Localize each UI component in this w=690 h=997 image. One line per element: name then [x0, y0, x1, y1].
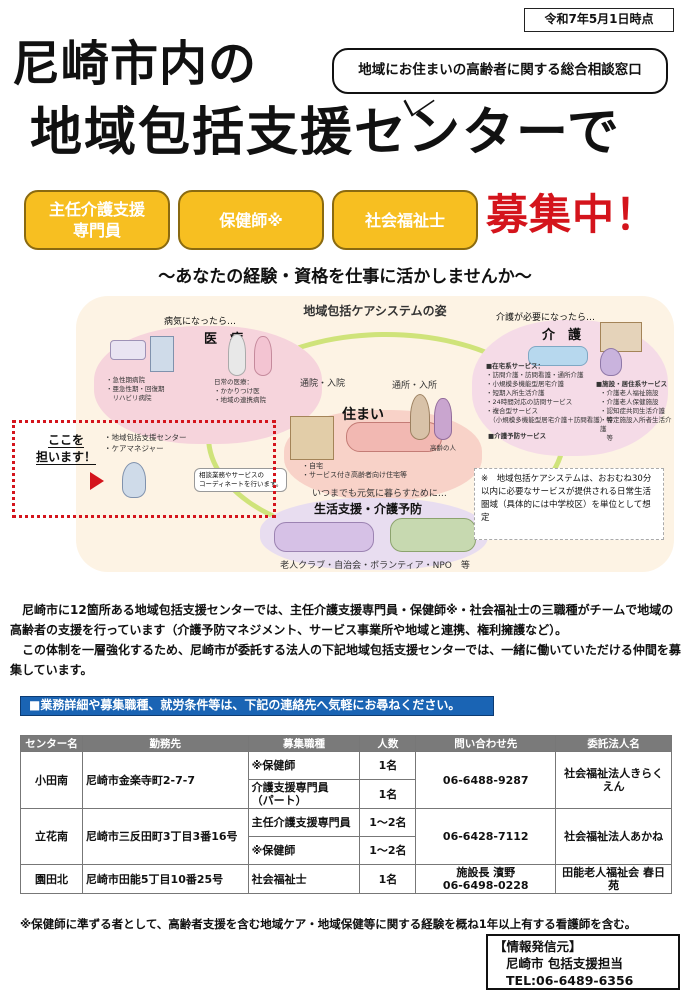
table-row: 園田北 尼崎市田能5丁目10番25号 社会福祉士 1名 施設長 濱野 06-64…	[20, 864, 672, 894]
care-facility-icon	[600, 322, 642, 352]
elder-woman-icon	[434, 398, 452, 440]
subtitle: ～あなたの経験・資格を仕事に活かしませんか～	[158, 267, 532, 287]
contact-phone: 06-6498-0228	[442, 879, 529, 892]
column-header: 募集職種	[247, 735, 361, 752]
elder-man-icon	[410, 394, 430, 440]
column-header: 勤務先	[81, 735, 249, 752]
focus-dotted-box	[12, 420, 276, 518]
care-manager-icon	[122, 462, 146, 498]
table-row: 小田南 尼崎市金楽寺町2-7-7 ※保健師 1名 06-6488-9287 社会…	[20, 751, 672, 809]
home-services-title: ■在宅系サービス：	[486, 362, 545, 370]
job-type: 社会福祉士	[247, 864, 361, 894]
info-source-department: 尼崎市 包括支援担当	[506, 956, 623, 971]
job-type: 主任介護支援専門員	[247, 808, 361, 837]
seniors-group-icon	[274, 522, 374, 552]
lifestyle-heading: 生活支援・介護予防	[314, 502, 423, 516]
info-source-box: 【情報発信元】 尼崎市 包括支援担当 TEL:06-6489-6356	[486, 934, 680, 990]
intro-paragraph-1: 尼崎市に12箇所ある地域包括支援センターでは、主任介護支援専門員・保健師※・社会…	[10, 603, 674, 637]
prevention-services: ■介護予防サービス	[488, 432, 547, 440]
workplace-address: 尼崎市田能5丁目10番25号	[81, 864, 249, 894]
job-type: ※保健師	[247, 751, 361, 780]
contracted-corporation: 社会福祉法人きらくえん	[555, 751, 672, 809]
headcount: 1名	[359, 751, 417, 780]
headline-line1: 尼崎市内の	[12, 36, 258, 92]
headcount: 1～2名	[359, 808, 417, 837]
column-header: 委託法人名	[555, 735, 672, 752]
medical-caption: 病気になったら…	[164, 317, 237, 327]
bath-care-icon	[528, 346, 588, 366]
clinic-list: 日常の医療： ・かかりつけ医 ・地域の連携病院	[214, 378, 266, 404]
support-center-callout: 相談業務やサービスの コーディネートを行います。	[194, 468, 288, 492]
housing-heading: 住まい	[342, 407, 384, 423]
housing-list: ・自宅 ・サービス付き高齢者向け住宅等	[302, 462, 407, 479]
job-type: ※保健師	[247, 836, 361, 865]
here-arrow-icon	[90, 472, 104, 490]
speech-bubble: 地域にお住まいの高齢者に関する総合相談窓口	[332, 48, 668, 94]
here-label: ここを 担います！	[36, 432, 97, 466]
support-center-label: ・地域包括支援センター ・ケアマネジャー	[104, 433, 187, 453]
table-header-row: センター名 勤務先 募集職種 人数 問い合わせ先 委託法人名	[20, 735, 672, 752]
diagram-title: 地域包括ケアシステムの姿	[303, 304, 447, 318]
job-type: 介護支援専門員 （パート）	[247, 779, 361, 809]
headline-line2: 地域包括支援センターで	[30, 103, 621, 163]
contracted-corporation: 田能老人福祉会 春日苑	[555, 864, 672, 894]
table-row: 介護支援専門員 （パート） 1名	[21, 779, 672, 809]
recruiting-headline: 募集中！	[486, 190, 659, 239]
care-heading: 介 護	[542, 328, 582, 343]
here-text: ここを 担います！	[36, 433, 97, 465]
column-header: 人数	[359, 735, 417, 752]
hospital-visit-label: 通院・入院	[300, 379, 346, 389]
ambulance-icon	[110, 340, 146, 360]
community-groups-label: 老人クラブ・自治会・ボランティア・NPO 等	[280, 561, 470, 571]
workplace-address: 尼崎市三反田町3丁目3番16号	[81, 808, 249, 865]
table-row: 立花南 尼崎市三反田町3丁目3番16号 主任介護支援専門員 1～2名 06-64…	[20, 808, 672, 865]
facility-services-list: ・介護老人福祉施設 ・介護老人保健施設 ・認知症共同生活介護 ・特定施設入所者生…	[600, 389, 672, 442]
lifelong-caption: いつまでも元気に暮らすために…	[312, 489, 447, 499]
contact-name: 施設長 濱野	[456, 866, 516, 879]
nurse-footnote: ※保健師に準ずる者として、高齢者支援を含む地域ケア・地域保健等に関する経験を概ね…	[20, 917, 637, 931]
nurse-icon	[254, 336, 272, 376]
info-source-phone: TEL:06-6489-6356	[506, 973, 634, 988]
facility-visit-label: 通所・入所	[392, 381, 438, 391]
role-badge-chief-care-manager: 主任介護支援 専門員	[24, 190, 170, 250]
contracted-corporation: 社会福祉法人あかね	[555, 808, 672, 865]
facility-services-title: ■施設・居住系サービス	[596, 380, 668, 388]
wheelchair-icon	[600, 348, 622, 376]
hospital-icon	[150, 336, 174, 372]
date-stamp: 令和7年5月1日時点	[524, 8, 674, 32]
role-badge-label: 社会福祉士	[364, 210, 445, 230]
inquiry-banner: ■業務詳細や募集職種、就労条件等は、下記の連絡先へ気軽にお尋ねください。	[20, 696, 494, 716]
role-badge-label: 保健師※	[219, 210, 283, 230]
intro-text: 尼崎市に12箇所ある地域包括支援センターでは、主任介護支援専門員・保健師※・社会…	[10, 600, 682, 680]
column-header: 問い合わせ先	[415, 735, 557, 752]
column-header: センター名	[20, 735, 83, 752]
center-name: 小田南	[20, 751, 83, 809]
role-badge-public-health-nurse: 保健師※	[178, 190, 324, 250]
info-source-title: 【情報発信元】	[494, 939, 582, 954]
contact-cell: 施設長 濱野 06-6498-0228	[415, 864, 557, 894]
elder-label: 高齢の人	[430, 444, 456, 452]
workplace-address: 尼崎市金楽寺町2-7-7	[81, 751, 249, 809]
contact-phone: 06-6428-7112	[415, 808, 557, 865]
care-system-diagram: 地域包括ケアシステムの姿 病気になったら… 医 療 ・急性期病院 ・亜急性期・回…	[76, 296, 674, 572]
intro-paragraph-2: この体制を一層強化するため、尼崎市が委託する法人の下記地域包括支援センターでは、…	[10, 643, 681, 677]
care-system-note: ※ 地域包括ケアシステムは、おおむね30分以内に必要なサービスが提供される日常生…	[474, 468, 664, 540]
recruitment-table: センター名 勤務先 募集職種 人数 問い合わせ先 委託法人名 小田南 尼崎市金楽…	[20, 735, 672, 894]
center-name: 立花南	[20, 808, 83, 865]
role-badge-label: 主任介護支援 専門員	[48, 200, 145, 240]
headcount: 1～2名	[359, 836, 417, 865]
headcount: 1名	[359, 779, 417, 809]
center-name: 園田北	[20, 864, 83, 894]
headcount: 1名	[359, 864, 417, 894]
hospital-list: ・急性期病院 ・亜急性期・回復期 リハビリ病院	[106, 376, 165, 402]
role-badge-social-worker: 社会福祉士	[332, 190, 478, 250]
contact-phone: 06-6488-9287	[415, 751, 557, 809]
house-icon	[290, 416, 334, 460]
doctor-icon	[228, 334, 246, 376]
volunteers-icon	[390, 518, 476, 552]
care-caption: 介護が必要になったら…	[496, 313, 596, 323]
home-services-list: ・訪問介護・訪問看護・通所介護 ・小規模多機能型居宅介護 ・短期入所生活介護 ・…	[486, 371, 613, 424]
